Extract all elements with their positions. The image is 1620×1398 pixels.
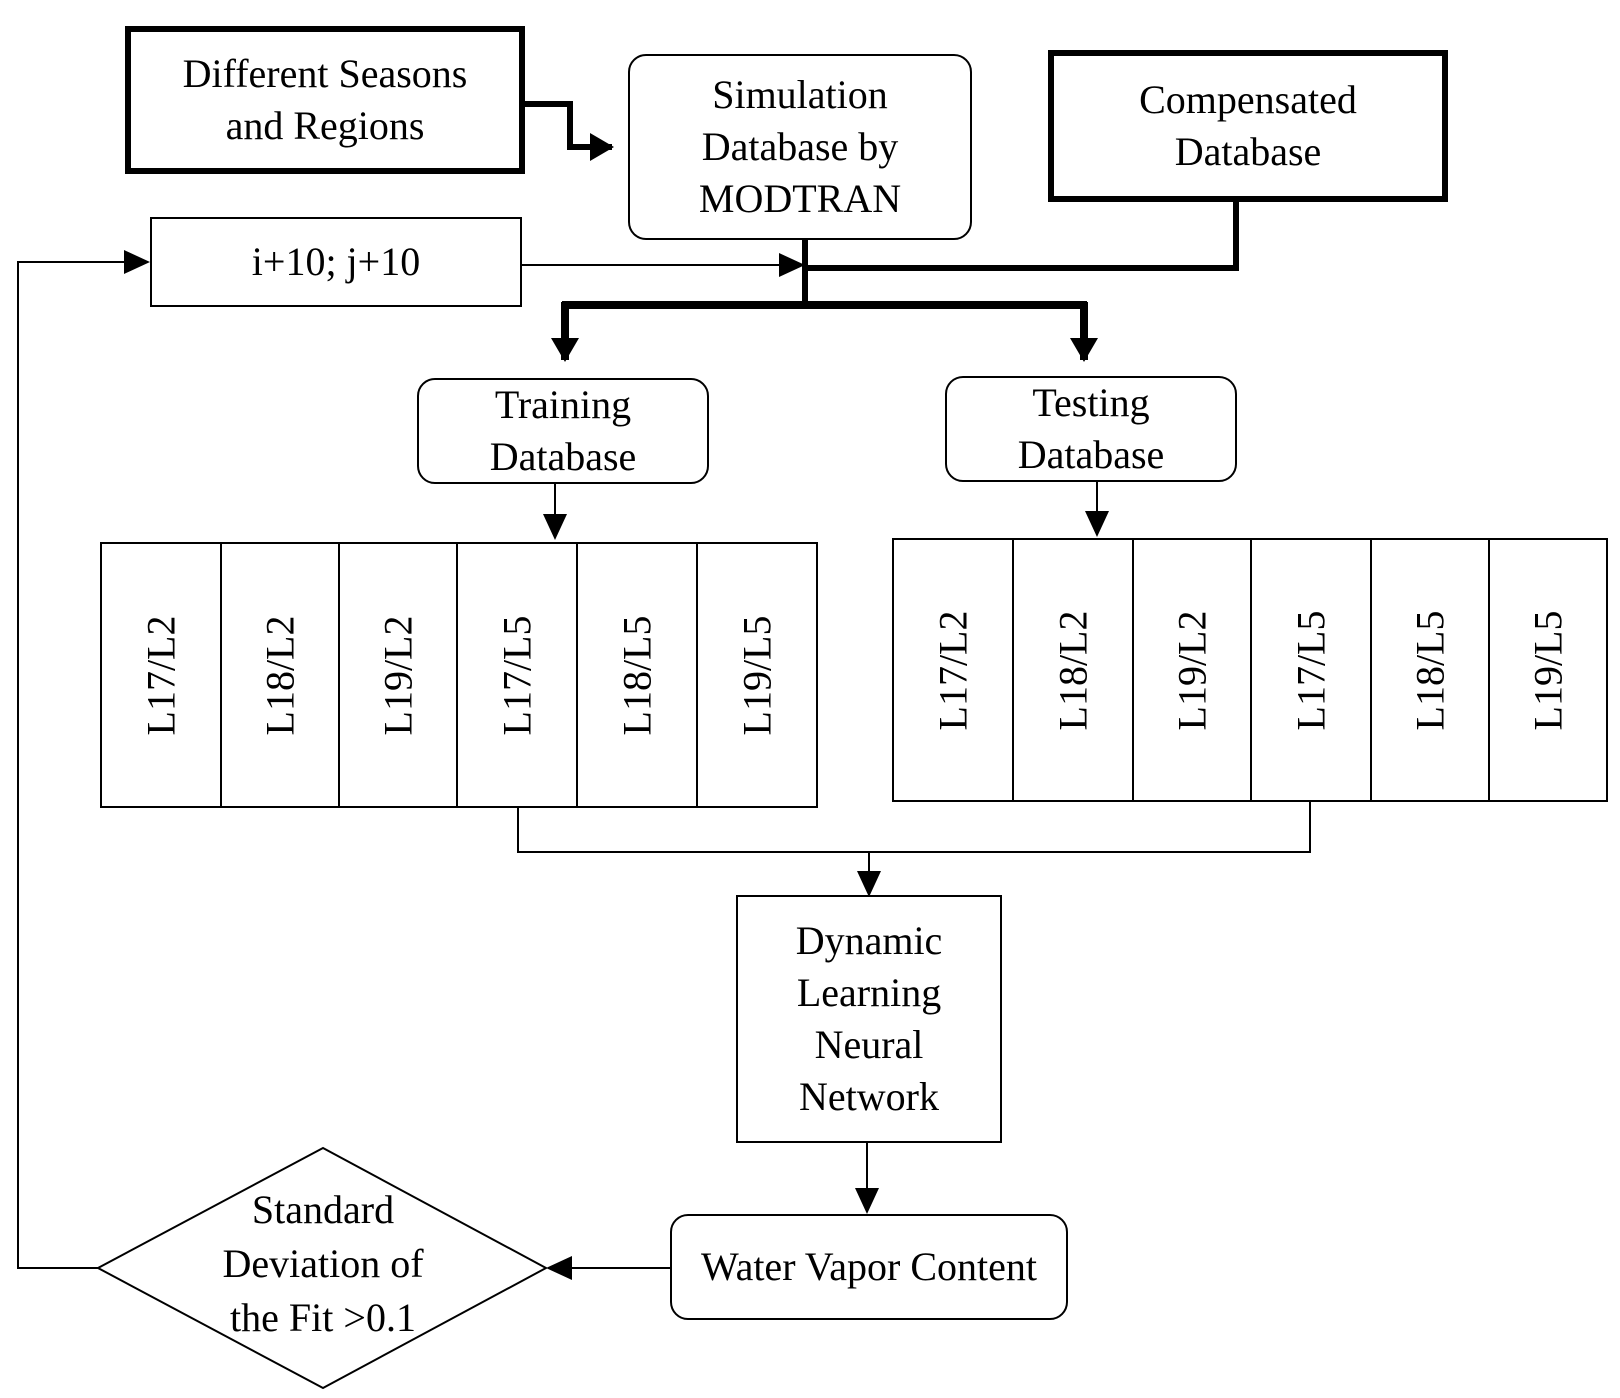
neural-network-box: Dynamic Learning Neural Network <box>736 895 1002 1143</box>
testing-band-cell: L19/L5 <box>1488 538 1608 802</box>
training-band-label: L18/L5 <box>614 615 660 735</box>
network-label-line-3: Neural <box>814 1022 924 1067</box>
simulation-database-box: Simulation Database by MODTRAN <box>628 54 972 240</box>
testing-band-label: L19/L5 <box>1525 610 1571 730</box>
network-label-line-4: Network <box>799 1074 939 1119</box>
water-vapor-label: Water Vapor Content <box>701 1244 1037 1289</box>
line-compensated-to-junction <box>805 200 1239 271</box>
network-label-line-2: Learning <box>796 970 942 1015</box>
compensated-database-box: Compensated Database <box>1048 50 1448 202</box>
decision-label-line-3: the Fit >0.1 <box>230 1295 416 1340</box>
testing-band-label: L17/L5 <box>1288 610 1334 730</box>
training-band-label: L17/L2 <box>138 615 184 735</box>
compensated-label-line-1: Compensated <box>1139 77 1357 122</box>
testing-band-cell: L17/L5 <box>1250 538 1372 802</box>
increment-box: i+10; j+10 <box>150 217 522 307</box>
testing-band-label: L18/L2 <box>1050 610 1096 730</box>
increment-label: i+10; j+10 <box>251 239 421 284</box>
training-database-box: Training Database <box>417 378 709 484</box>
training-band-cell: L19/L5 <box>696 542 818 808</box>
arrow-feedback-loop <box>17 250 150 1269</box>
testing-band-label: L18/L5 <box>1407 610 1453 730</box>
testing-band-label: L17/L2 <box>930 610 976 730</box>
seasons-label-line-2: and Regions <box>225 103 425 148</box>
training-band-cell: L17/L5 <box>456 542 578 808</box>
decision-diamond <box>95 1146 549 1390</box>
water-vapor-content-box: Water Vapor Content <box>670 1214 1068 1320</box>
testing-label-line-2: Database <box>1017 432 1165 477</box>
network-label-line-1: Dynamic <box>795 918 943 963</box>
testing-band-cell: L19/L2 <box>1132 538 1252 802</box>
training-label-line-1: Training <box>494 382 632 427</box>
training-band-label: L19/L2 <box>375 615 421 735</box>
compensated-label-line-2: Database <box>1174 129 1322 174</box>
training-band-cell: L19/L2 <box>338 542 458 808</box>
training-band-label: L17/L5 <box>494 615 540 735</box>
simulation-label-line-2: Database by <box>701 124 899 169</box>
arrow-seasons-to-simulation <box>523 101 614 161</box>
testing-band-cell: L17/L2 <box>892 538 1014 802</box>
decision-label: Standard Deviation of the Fit >0.1 <box>148 1183 498 1345</box>
training-band-label: L19/L5 <box>734 615 780 735</box>
training-band-cell: L17/L2 <box>100 542 222 808</box>
decision-label-line-2: Deviation of <box>222 1241 424 1286</box>
simulation-label-line-1: Simulation <box>712 72 888 117</box>
testing-band-cell: L18/L2 <box>1012 538 1134 802</box>
testing-band-label: L19/L2 <box>1169 610 1215 730</box>
decision-label-line-1: Standard <box>251 1187 395 1232</box>
seasons-box: Different Seasons and Regions <box>125 26 525 174</box>
seasons-label-line-1: Different Seasons <box>182 51 468 96</box>
training-band-label: L18/L2 <box>257 615 303 735</box>
training-band-cell: L18/L2 <box>220 542 340 808</box>
testing-band-cell: L18/L5 <box>1370 538 1490 802</box>
testing-label-line-1: Testing <box>1032 380 1150 425</box>
testing-database-box: Testing Database <box>945 376 1237 482</box>
line-bands-merge <box>517 802 1311 853</box>
training-label-line-2: Database <box>489 434 637 479</box>
training-band-cell: L18/L5 <box>576 542 698 808</box>
simulation-label-line-3: MODTRAN <box>698 176 902 221</box>
